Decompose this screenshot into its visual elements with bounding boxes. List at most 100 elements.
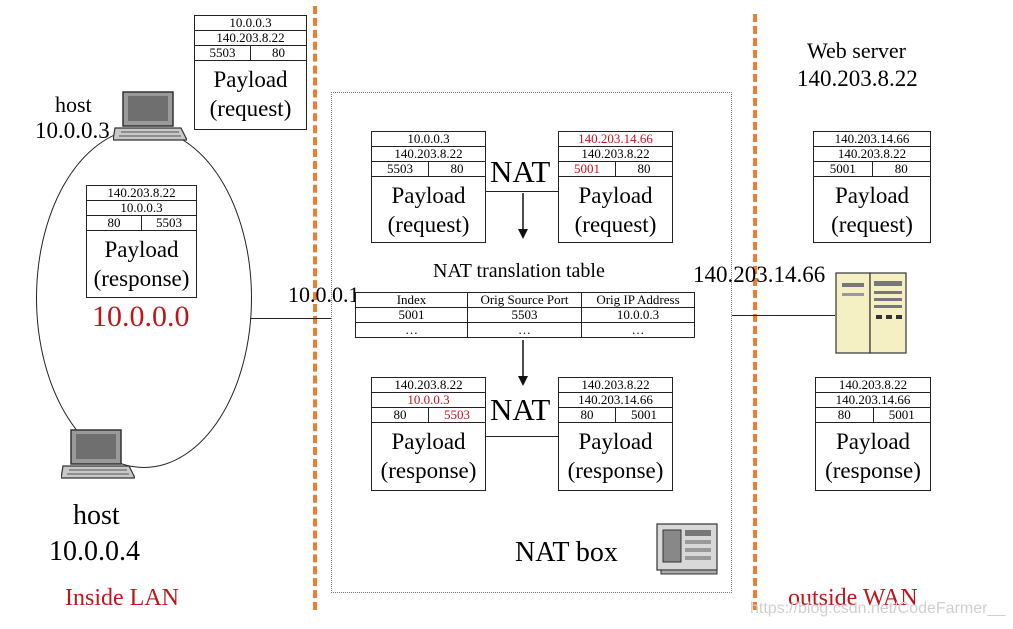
packet-dport: 80 bbox=[272, 46, 285, 60]
packet-dst: 10.0.0.3 bbox=[372, 393, 485, 408]
packet-sport: 80 bbox=[87, 216, 142, 230]
server-name: Web server bbox=[807, 38, 907, 63]
payload-label: Payload bbox=[391, 183, 466, 208]
outside-wan-label: outside WAN bbox=[788, 585, 918, 611]
packet-sport: 5001 bbox=[559, 162, 616, 176]
lan-divider bbox=[313, 6, 317, 610]
packet-ports: 5503 80 bbox=[195, 46, 306, 61]
packet-dst: 10.0.0.3 bbox=[87, 201, 196, 216]
packet-dport: 80 bbox=[637, 162, 651, 176]
packet-ports: 5001 80 bbox=[559, 162, 672, 177]
table-cell: … bbox=[581, 322, 695, 338]
packet-sport: 80 bbox=[816, 408, 874, 422]
packet-ports: 80 5503 bbox=[87, 216, 196, 231]
down-arrow-icon bbox=[518, 193, 528, 239]
packet-ports: 80 5001 bbox=[559, 408, 672, 423]
packet-payload: Payload (request) bbox=[559, 177, 672, 239]
table-row: 5001 5503 10.0.0.3 bbox=[355, 307, 695, 323]
packet-src: 140.203.8.22 bbox=[559, 378, 672, 393]
payload-type: (response) bbox=[567, 458, 664, 483]
nat-outside-ip: 140.203.14.66 bbox=[693, 262, 826, 287]
watermark-text: https://blog.csdn.net/CodeFarmer__ bbox=[750, 600, 1006, 617]
payload-label: Payload bbox=[835, 429, 911, 454]
table-header-row: Index Orig Source Port Orig IP Address bbox=[355, 292, 695, 308]
packet-dst: 140.203.8.22 bbox=[372, 147, 485, 162]
inside-lan-label: Inside LAN bbox=[65, 585, 179, 611]
payload-label: Payload bbox=[213, 67, 288, 92]
table-cell: … bbox=[355, 322, 468, 338]
table-header: Index bbox=[355, 292, 468, 308]
packet-dst: 140.203.14.66 bbox=[816, 393, 930, 408]
packet-src: 140.203.14.66 bbox=[559, 132, 672, 147]
table-row: … … … bbox=[355, 322, 695, 338]
nat-box-outline bbox=[331, 92, 732, 593]
nat-op-label-request: NAT bbox=[490, 154, 551, 189]
nat-table-title: NAT translation table bbox=[433, 260, 605, 282]
packet-payload: Payload (request) bbox=[195, 61, 306, 123]
payload-label: Payload bbox=[834, 183, 910, 208]
nat-inside-ip: 10.0.0.1 bbox=[288, 282, 360, 307]
payload-type: (request) bbox=[574, 212, 657, 237]
packet-dport: 5001 bbox=[631, 408, 657, 422]
nat-device-icon bbox=[656, 523, 718, 575]
packet-payload: Payload (response) bbox=[816, 423, 930, 485]
table-cell: 5503 bbox=[467, 307, 582, 323]
host-4-name: host bbox=[73, 500, 120, 531]
packet-sport: 80 bbox=[559, 408, 616, 422]
packet-dport: 5503 bbox=[444, 408, 470, 422]
nat-op-label-response: NAT bbox=[490, 392, 551, 427]
nat-box-label: NAT box bbox=[515, 537, 618, 568]
packet-src: 140.203.8.22 bbox=[816, 378, 930, 393]
payload-type: (response) bbox=[93, 266, 190, 291]
packet-sport: 5503 bbox=[372, 162, 429, 176]
packet-ports: 5503 80 bbox=[372, 162, 485, 177]
payload-label: Payload bbox=[578, 183, 653, 208]
host-3-ip: 10.0.0.3 bbox=[35, 118, 110, 143]
packet-ports: 80 5503 bbox=[372, 408, 485, 423]
packet-dst: 140.203.8.22 bbox=[814, 147, 930, 162]
nat-req-link bbox=[486, 191, 558, 192]
table-cell: 5001 bbox=[355, 307, 468, 323]
server-icon bbox=[835, 272, 907, 354]
payload-type: (request) bbox=[831, 212, 913, 237]
lan-ellipse bbox=[36, 128, 252, 468]
host-4-ip: 10.0.0.4 bbox=[49, 536, 140, 567]
packet-nat-request-in: 10.0.0.3 140.203.8.22 5503 80 Payload (req… bbox=[371, 131, 486, 243]
table-cell: 10.0.0.3 bbox=[581, 307, 695, 323]
packet-dst: 140.203.8.22 bbox=[195, 31, 306, 46]
down-arrow-icon bbox=[518, 340, 528, 386]
lan-network-label: 10.0.0.0 bbox=[92, 300, 190, 333]
payload-type: (response) bbox=[825, 458, 921, 483]
packet-dport: 5503 bbox=[156, 216, 182, 230]
packet-payload: Payload (request) bbox=[372, 177, 485, 239]
table-header: Orig IP Address bbox=[581, 292, 695, 308]
packet-dport: 80 bbox=[894, 162, 908, 176]
packet-dst: 140.203.14.66 bbox=[559, 393, 672, 408]
packet-nat-response-in: 140.203.8.22 140.203.14.66 80 5001 Payloa… bbox=[558, 377, 673, 491]
payload-label: Payload bbox=[391, 429, 466, 454]
packet-src: 140.203.14.66 bbox=[814, 132, 930, 147]
wan-divider bbox=[753, 14, 757, 610]
payload-type: (request) bbox=[209, 96, 292, 121]
payload-label: Payload bbox=[104, 237, 179, 262]
host-3-name: host bbox=[55, 92, 92, 117]
nat-resp-link bbox=[486, 436, 558, 437]
server-ip: 140.203.8.22 bbox=[797, 66, 918, 91]
packet-src: 10.0.0.3 bbox=[372, 132, 485, 147]
payload-type: (request) bbox=[387, 212, 470, 237]
packet-payload: Payload(response) bbox=[372, 423, 485, 485]
laptop-icon bbox=[61, 429, 135, 479]
packet-payload: Payload(response) bbox=[559, 423, 672, 485]
wan-link-line bbox=[732, 315, 835, 316]
lan-link-line bbox=[250, 318, 331, 319]
nat-translation-table: Index Orig Source Port Orig IP Address 5… bbox=[355, 292, 695, 338]
packet-sport: 5503 bbox=[195, 46, 251, 60]
laptop-icon bbox=[113, 91, 187, 141]
packet-sport: 80 bbox=[372, 408, 429, 422]
packet-dport: 80 bbox=[450, 162, 464, 176]
